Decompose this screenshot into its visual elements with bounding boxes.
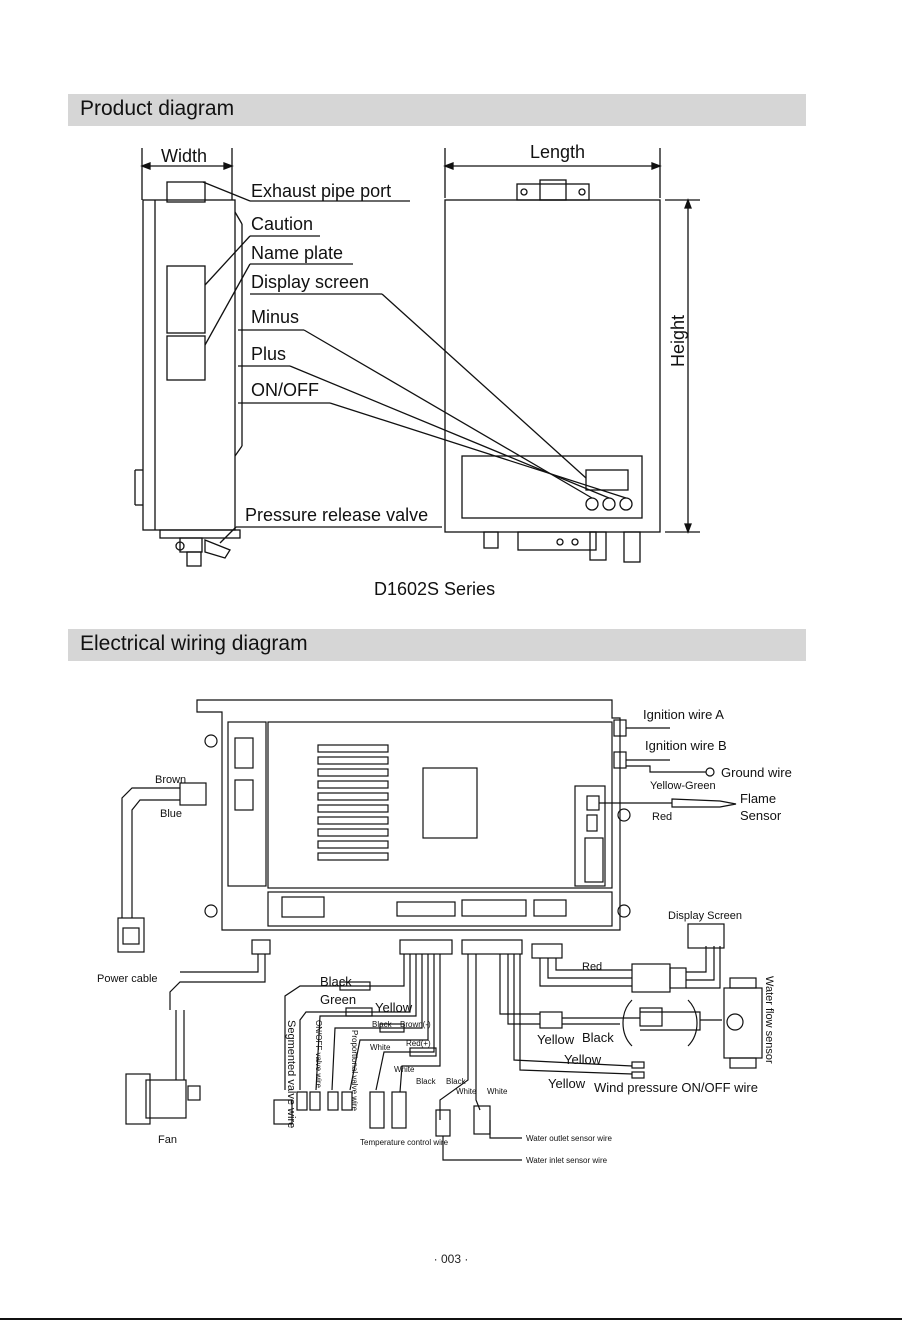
label-yellow-2: Yellow [537,1032,575,1047]
label-proportional-valve: Proportional valve wire [350,1030,359,1111]
series-label: D1602S Series [374,579,495,599]
label-yellow-green: Yellow-Green [650,780,716,792]
label-temperature-control: Temperature control wire [360,1138,449,1147]
label-red-plus: Red(+) [406,1039,431,1048]
callout-name-plate: Name plate [251,243,343,263]
label-black-5: Black [582,1030,614,1045]
label-yellow-3: Yellow [564,1052,602,1067]
height-label: Height [668,315,688,367]
label-wind-pressure: Wind pressure ON/OFF wire [594,1080,758,1095]
label-water-outlet: Water outlet sensor wire [526,1134,613,1143]
label-red-flame: Red [652,811,672,823]
mount-screw [204,734,218,748]
label-white-1: White [370,1043,391,1052]
label-green: Green [320,992,356,1007]
callout-exhaust: Exhaust pipe port [251,181,391,201]
label-black-3: Black [416,1077,437,1086]
mount-screw [617,904,631,918]
label-black-4: Black [446,1077,467,1086]
label-black-1: Black [320,974,352,989]
label-ground-wire: Ground wire [721,765,792,780]
label-white-4: White [487,1087,508,1096]
label-flame-2: Sensor [740,808,782,823]
label-water-inlet: Water inlet sensor wire [526,1156,608,1165]
label-black-2: Black [372,1020,393,1029]
label-white-3: White [456,1087,477,1096]
callout-display-screen: Display screen [251,272,369,292]
label-brown-minus: Brown(-) [400,1020,431,1029]
mount-screw [617,808,631,822]
label-yellow-1: Yellow [375,1000,413,1015]
callout-caution: Caution [251,214,313,234]
label-blue: Blue [160,808,182,820]
section-title-wiring: Electrical wiring diagram [80,632,308,655]
label-brown: Brown [155,774,186,786]
label-water-flow-sensor: Water flow sensor [763,976,775,1064]
page-number: · 003 · [433,1252,469,1266]
label-flame-1: Flame [740,791,776,806]
control-board [196,699,621,931]
label-white-2: White [394,1065,415,1074]
label-onoff-valve: ON/OFF valve wire [314,1020,323,1089]
label-segmented-valve: Segmented valve wire [285,1020,297,1128]
bottom-rule [0,1318,902,1320]
callout-onoff: ON/OFF [251,380,319,400]
label-power-cable: Power cable [97,973,158,985]
label-yellow-4: Yellow [548,1076,586,1091]
callout-minus: Minus [251,307,299,327]
label-red-display: Red [582,961,602,973]
callout-pressure-valve: Pressure release valve [245,505,428,525]
section-header-wiring: Electrical wiring diagram [68,629,806,661]
label-fan: Fan [158,1134,177,1146]
label-ignition-a: Ignition wire A [643,707,724,722]
width-label: Width [161,146,207,166]
section-title-product: Product diagram [80,97,235,120]
mount-screw [204,904,218,918]
length-label: Length [530,142,585,162]
callout-plus: Plus [251,344,286,364]
label-ignition-b: Ignition wire B [645,738,727,753]
section-header-product: Product diagram [68,94,806,126]
label-display-screen: Display Screen [668,910,742,922]
